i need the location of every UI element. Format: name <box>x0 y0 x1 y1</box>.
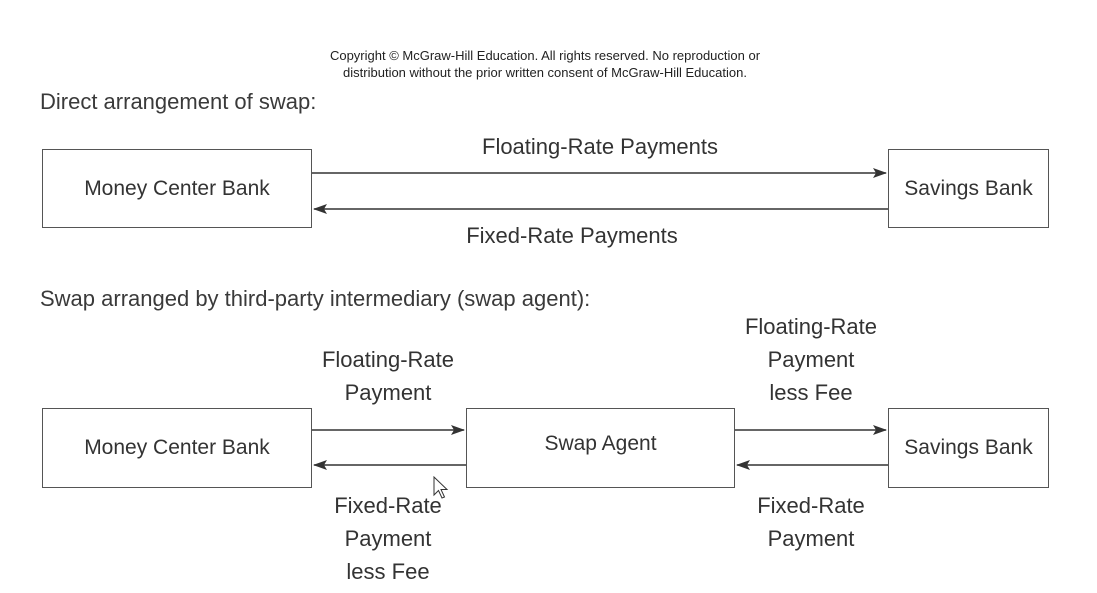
mouse-pointer-icon <box>433 476 449 499</box>
copyright-line-2: distribution without the prior written c… <box>343 65 747 80</box>
label-line: Fixed-Rate <box>334 493 442 518</box>
label-line: Payment <box>767 347 855 372</box>
intermediary-savings-bank-box: Savings Bank <box>888 408 1049 488</box>
right-fixed-rate-payment-label: Fixed-Rate Payment <box>711 489 911 555</box>
intermediary-heading: Swap arranged by third-party intermediar… <box>40 286 591 311</box>
left-fixed-rate-payment-label: Fixed-Rate Payment less Fee <box>288 489 488 588</box>
direct-arrangement-heading: Direct arrangement of swap: <box>40 89 317 114</box>
copyright-line-1: Copyright © McGraw-Hill Education. All r… <box>329 48 761 63</box>
direct-savings-bank-box: Savings Bank <box>888 149 1049 228</box>
label-line: Payment <box>344 526 432 551</box>
label-line: Floating-Rate <box>744 314 878 339</box>
copyright-notice: Copyright © McGraw-Hill Education. All r… <box>0 47 1090 81</box>
left-floating-rate-payment-label: Floating-Rate Payment <box>288 343 488 409</box>
right-floating-rate-payment-label: Floating-Rate Payment less Fee <box>711 310 911 409</box>
label-line: Payment <box>344 380 432 405</box>
swap-agent-box: Swap Agent <box>466 408 735 488</box>
label-line: Payment <box>767 526 855 551</box>
direct-floating-rate-label: Floating-Rate Payments <box>482 134 718 159</box>
label-line: Floating-Rate <box>321 347 455 372</box>
label-line: Fixed-Rate <box>757 493 865 518</box>
intermediary-money-center-bank-box: Money Center Bank <box>42 408 312 488</box>
label-line: less Fee <box>769 380 853 405</box>
direct-fixed-rate-label: Fixed-Rate Payments <box>466 223 678 248</box>
direct-money-center-bank-box: Money Center Bank <box>42 149 312 228</box>
label-line: less Fee <box>346 559 430 584</box>
